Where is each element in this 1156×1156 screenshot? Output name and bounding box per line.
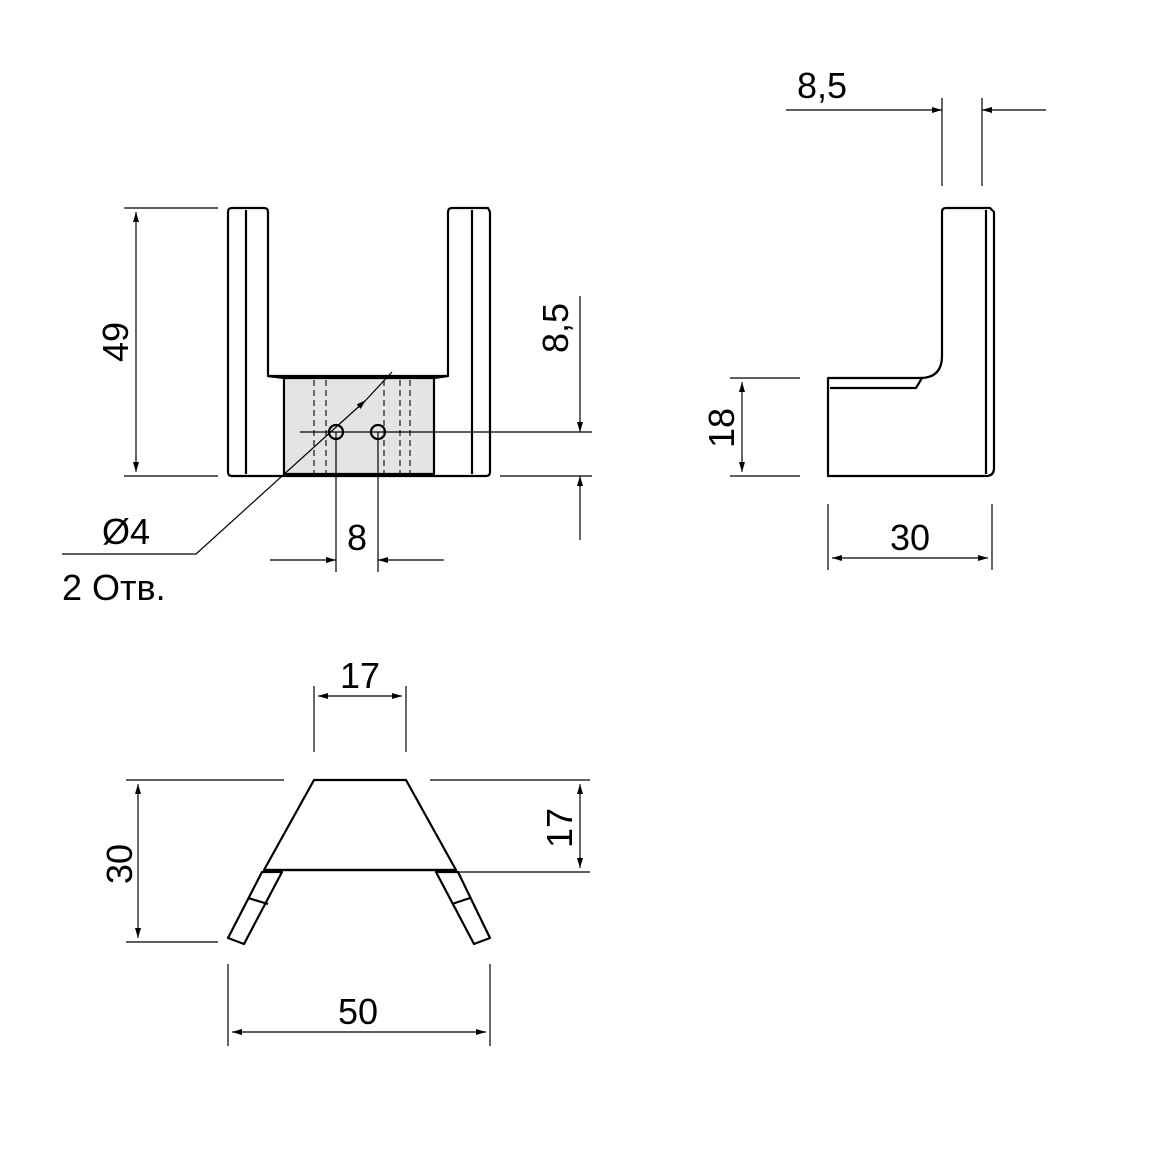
top-view-left-arm [226, 870, 284, 946]
dim-depth-extension [827, 504, 993, 570]
front-base-top-line [267, 374, 449, 380]
dim-hole-spacing-extension [335, 432, 379, 572]
dim-top-inner-extension [313, 686, 407, 752]
top-view [226, 778, 492, 946]
front-view [226, 206, 492, 478]
dim-wall-extension [941, 98, 983, 186]
top-view-right-arm-mark [451, 896, 471, 906]
top-view-left-arm-mark [247, 896, 269, 906]
dim-hole-offset-extension [300, 431, 592, 477]
dim-top-depth-extension [126, 779, 284, 943]
front-view-dimensions: 49 8,5 8 Ø4 2 Отв. [62, 207, 592, 608]
dim-top-front-label: 17 [539, 808, 580, 848]
dim-base-label: 18 [701, 408, 742, 448]
dim-hole-offset-label: 8,5 [535, 303, 576, 353]
side-view-dimensions: 8,5 18 30 [701, 65, 1046, 570]
dim-top-depth-label: 30 [99, 844, 140, 884]
dim-wall-label: 8,5 [797, 65, 847, 106]
dim-hole-spacing-label: 8 [347, 517, 367, 558]
top-view-dimensions: 17 30 17 50 [99, 655, 590, 1046]
dim-total-width-label: 50 [338, 991, 378, 1032]
hole-callout-leader-tail [365, 371, 393, 401]
top-view-trapezoid [262, 778, 458, 872]
side-view-base-edge [830, 377, 923, 390]
dim-top-inner-label: 17 [340, 655, 380, 696]
hole-callout-count: 2 Отв. [62, 567, 166, 608]
hole-callout-leader [62, 399, 367, 555]
front-base-plate [282, 376, 436, 476]
top-view-right-arm [434, 870, 492, 946]
dim-depth-label: 30 [890, 517, 930, 558]
dim-total-width-extension [227, 964, 491, 1046]
side-view [826, 206, 996, 478]
dim-49-extension [124, 207, 218, 477]
side-view-outline [826, 206, 996, 478]
hole-callout-diameter: Ø4 [102, 511, 150, 552]
dim-top-front-extension [430, 779, 590, 873]
dim-base-extension [730, 377, 800, 477]
dim-49-label: 49 [95, 322, 136, 362]
